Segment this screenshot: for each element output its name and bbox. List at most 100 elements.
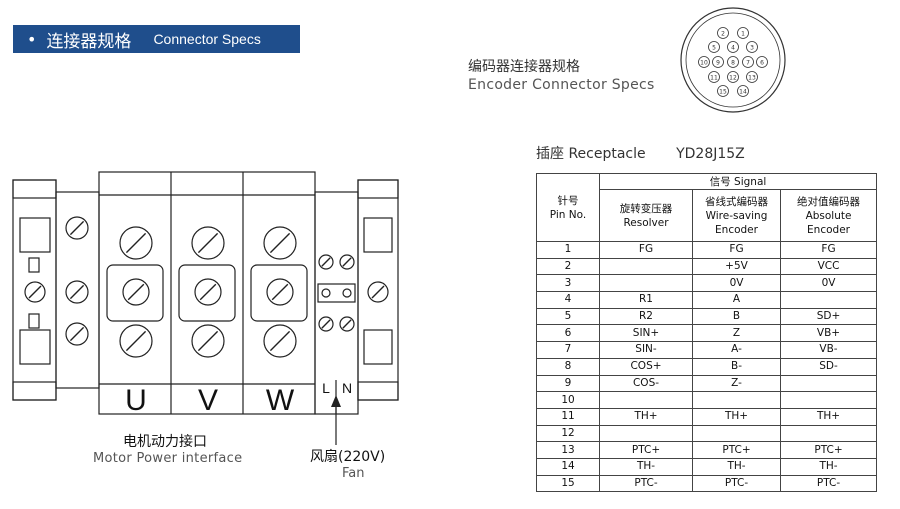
cell-wire: PTC- <box>692 474 781 493</box>
screw-slot <box>69 326 85 342</box>
w-center-socket <box>250 264 308 322</box>
connector-pin-number: 8 <box>731 60 735 67</box>
cell-absolute: PTC- <box>779 474 878 493</box>
fan-arrow-head <box>331 395 341 407</box>
screw-slot <box>69 220 85 236</box>
terminal-label-v: V <box>198 384 218 417</box>
pin-header-en: Pin No. <box>549 208 587 221</box>
resolver-header-zh: 旋转变压器 <box>619 202 673 215</box>
banner-bullet: • <box>27 29 37 49</box>
connector-pin <box>708 41 720 53</box>
connector-pin <box>742 56 754 68</box>
connector-pin <box>746 71 758 83</box>
fan-label-l: L <box>322 380 330 396</box>
cell-absolute: 0V <box>779 274 878 293</box>
fan-caption-en: Fan <box>342 466 365 481</box>
screw-slot <box>197 232 219 254</box>
pin-number-header: 针号 Pin No. <box>536 173 600 242</box>
screw-slot <box>321 257 331 267</box>
cell-resolver: PTC- <box>599 474 693 493</box>
connector-pin-number: 4 <box>731 45 735 52</box>
screw-slot <box>197 330 219 352</box>
right-bracket-upper-window <box>363 217 393 253</box>
connector-pin-number: 2 <box>721 31 725 38</box>
pin-header-zh: 针号 <box>557 194 579 207</box>
absolute-header-zh: 绝对值编码器 <box>797 195 861 208</box>
connector-pin-number: 1 <box>741 31 745 38</box>
screw-slot <box>342 319 352 329</box>
connector-pin-number: 14 <box>739 89 747 96</box>
connector-pin <box>737 27 749 39</box>
receptacle-model: YD28J15Z <box>676 146 745 162</box>
receptacle-label: 插座 Receptacle YD28J15Z <box>536 143 745 163</box>
terminal-label-u: U <box>125 384 147 417</box>
connector-pin <box>708 71 720 83</box>
right-bracket-lower-window <box>363 329 393 365</box>
v-center-socket <box>178 264 236 322</box>
section-banner: • 连接器规格 Connector Specs <box>13 25 300 53</box>
encoder-title-en: Encoder Connector Specs <box>468 77 655 93</box>
connector-pin-number: 9 <box>716 60 720 67</box>
terminal-screw-layer <box>24 216 389 358</box>
connector-pin <box>756 56 768 68</box>
cell-absolute: VB- <box>779 341 878 359</box>
screw-slot <box>125 330 147 352</box>
screw-slot <box>321 319 331 329</box>
banner-title-zh: 连接器规格 <box>46 31 132 52</box>
wire-saving-header: 省线式编码器 Wire-saving Encoder <box>692 189 781 242</box>
receptacle-label-zh: 插座 <box>536 146 564 162</box>
cell-absolute: VB+ <box>779 324 878 343</box>
left-bracket-slot <box>28 257 40 273</box>
right-bracket-top <box>357 179 399 199</box>
motor-power-caption-en: Motor Power interface <box>93 451 243 466</box>
connector-pin-number: 15 <box>719 89 727 96</box>
connector-inner-ring <box>685 12 781 108</box>
u-center-socket <box>106 264 164 322</box>
cell-absolute: TH- <box>779 457 878 476</box>
resolver-header-en: Resolver <box>623 216 669 229</box>
receptacle-label-en: Receptacle <box>568 146 646 162</box>
left-bracket-upper-window <box>19 217 51 253</box>
right-bracket-bottom <box>357 381 399 401</box>
connector-pin-number: 12 <box>729 75 737 82</box>
connector-pin <box>727 41 739 53</box>
screw-slot <box>127 283 145 301</box>
screw-slot <box>28 285 42 299</box>
left-bracket-lower-window <box>19 329 51 365</box>
pin-signal-table: 针号 Pin No. 信号 Signal 旋转变压器 Resolver 省线式编… <box>536 173 878 493</box>
connector-pin-number: 7 <box>746 60 750 67</box>
encoder-title-zh: 编码器连接器规格 <box>468 59 580 75</box>
screw-slot <box>271 283 289 301</box>
connector-outer-ring <box>680 7 786 113</box>
banner-title-en: Connector Specs <box>153 31 261 47</box>
wire-saving-header-en2: Encoder <box>715 223 758 236</box>
cell-resolver: PTC+ <box>599 441 693 459</box>
screw-slot <box>342 257 352 267</box>
screw-slot <box>125 232 147 254</box>
left-bracket-top <box>12 179 57 199</box>
terminal-label-w: W <box>266 384 295 417</box>
fan-label-n: N <box>342 380 352 396</box>
fan-caption-zh: 风扇(220V) <box>310 449 386 465</box>
wire-saving-header-en: Wire-saving <box>705 209 768 222</box>
connector-pin <box>717 27 729 39</box>
connector-pin <box>737 85 749 97</box>
left-bracket-slot <box>28 313 40 329</box>
motor-power-caption-zh: 电机动力接口 <box>123 434 207 450</box>
cell-absolute: VCC <box>779 257 878 276</box>
connector-pin-number: 5 <box>712 45 716 52</box>
fan-bridge <box>317 283 356 303</box>
connector-pin <box>727 71 739 83</box>
screw-slot <box>69 284 85 300</box>
screw-slot <box>371 285 385 299</box>
screw-slot <box>269 232 291 254</box>
